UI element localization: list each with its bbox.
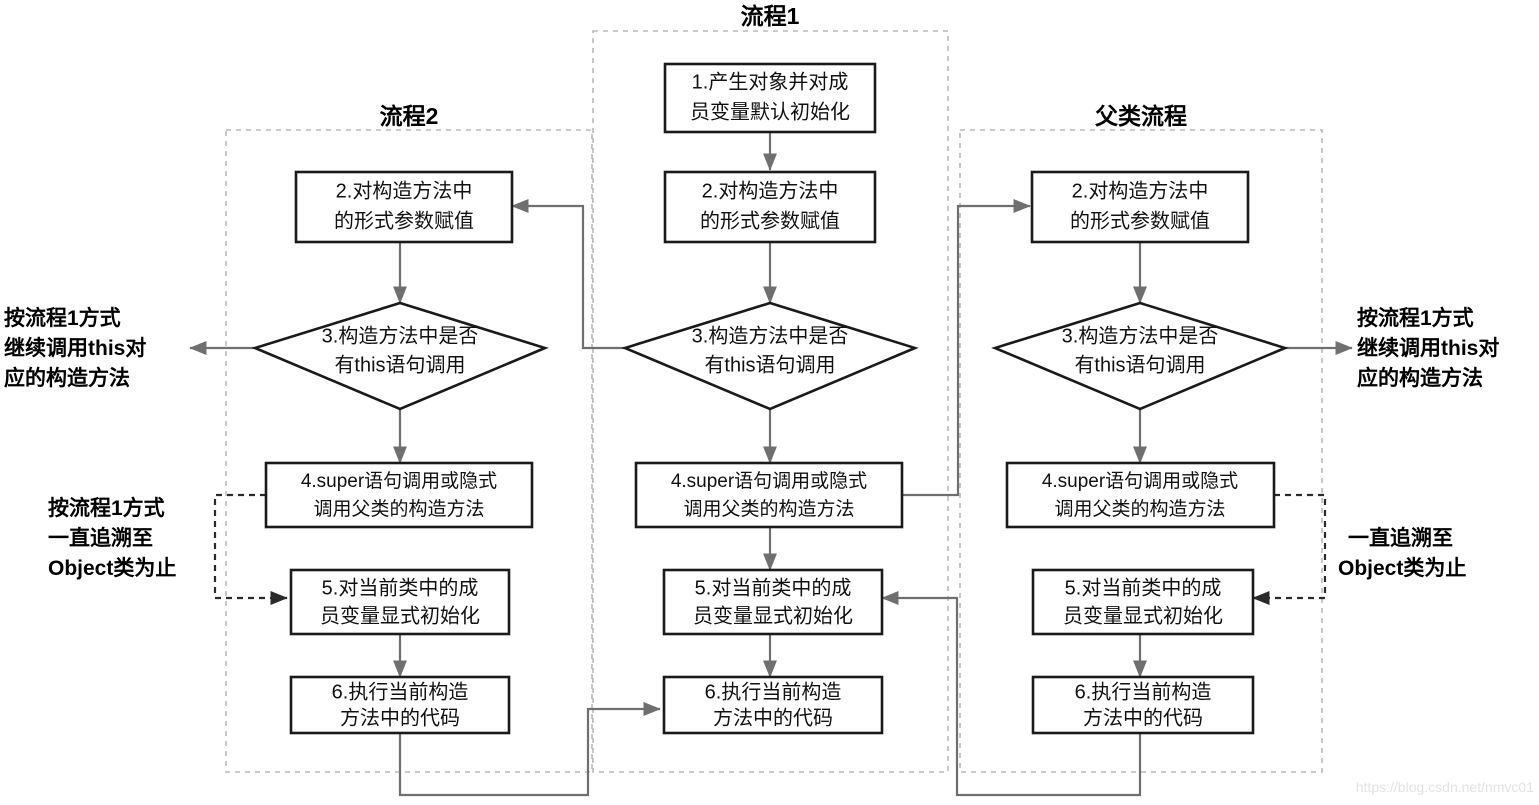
watermark: https://blog.csdn.net/nmvc01: [1356, 779, 1534, 795]
node-pn5[interactable]: 5.对当前类中的成 员变量显式初始化: [1031, 568, 1255, 636]
node-pn4[interactable]: 4.super语句调用或隐式 调用父类的构造方法: [1005, 461, 1276, 529]
svg-text:一直追溯至: 一直追溯至: [48, 526, 153, 550]
svg-text:3.构造方法中是否: 3.构造方法中是否: [322, 324, 479, 347]
node-pn3[interactable]: 3.构造方法中是否 有this语句调用: [991, 301, 1289, 411]
svg-text:按流程1方式: 按流程1方式: [4, 306, 121, 330]
svg-text:5.对当前类中的成: 5.对当前类中的成: [1065, 576, 1222, 599]
svg-text:4.super语句调用或隐式: 4.super语句调用或隐式: [301, 470, 497, 492]
annotation-right-bottom: 一直追溯至 Object类为止: [1338, 526, 1466, 580]
svg-text:5.对当前类中的成: 5.对当前类中的成: [322, 576, 479, 599]
svg-text:应的构造方法: 应的构造方法: [1357, 366, 1483, 390]
node-f1n4[interactable]: 4.super语句调用或隐式 调用父类的构造方法: [634, 461, 904, 529]
svg-text:Object类为止: Object类为止: [1338, 557, 1466, 580]
svg-text:有this语句调用: 有this语句调用: [704, 353, 835, 376]
svg-text:继续调用this对: 继续调用this对: [1357, 336, 1499, 360]
svg-text:调用父类的构造方法: 调用父类的构造方法: [683, 498, 854, 520]
node-f1n5[interactable]: 5.对当前类中的成 员变量显式初始化: [662, 568, 884, 636]
node-f1n6[interactable]: 6.执行当前构造 方法中的代码: [662, 675, 884, 735]
svg-text:4.super语句调用或隐式: 4.super语句调用或隐式: [671, 470, 867, 492]
svg-text:应的构造方法: 应的构造方法: [4, 366, 130, 390]
svg-text:2.对构造方法中: 2.对构造方法中: [336, 179, 473, 202]
node-f1n1[interactable]: 1.产生对象并对成 员变量默认初始化: [663, 62, 877, 134]
svg-text:6.执行当前构造: 6.执行当前构造: [332, 680, 469, 703]
svg-text:员变量显式初始化: 员变量显式初始化: [320, 604, 480, 627]
svg-text:6.执行当前构造: 6.执行当前构造: [1075, 680, 1212, 703]
node-f2n5[interactable]: 5.对当前类中的成 员变量显式初始化: [289, 568, 511, 636]
node-f1n3[interactable]: 3.构造方法中是否 有this语句调用: [621, 301, 919, 411]
svg-text:按流程1方式: 按流程1方式: [48, 496, 165, 520]
edge-pn6-to-f1n5: [881, 590, 1142, 797]
node-f2n2[interactable]: 2.对构造方法中 的形式参数赋值: [294, 170, 514, 244]
svg-text:继续调用this对: 继续调用this对: [4, 336, 146, 360]
svg-text:的形式参数赋值: 的形式参数赋值: [334, 209, 474, 232]
group-title-flow2: 流程2: [380, 103, 439, 129]
svg-text:5.对当前类中的成: 5.对当前类中的成: [695, 576, 852, 599]
node-f2n6[interactable]: 6.执行当前构造 方法中的代码: [289, 675, 511, 735]
group-box-flow2: [225, 129, 593, 773]
svg-text:3.构造方法中是否: 3.构造方法中是否: [692, 324, 849, 347]
svg-text:3.构造方法中是否: 3.构造方法中是否: [1062, 324, 1219, 347]
svg-text:方法中的代码: 方法中的代码: [340, 706, 460, 729]
svg-text:方法中的代码: 方法中的代码: [1083, 706, 1203, 729]
edge-dotted-pn4-to-pn5: [1252, 493, 1327, 606]
svg-text:的形式参数赋值: 的形式参数赋值: [1070, 209, 1210, 232]
svg-text:4.super语句调用或隐式: 4.super语句调用或隐式: [1042, 470, 1238, 492]
svg-text:员变量默认初始化: 员变量默认初始化: [690, 100, 850, 123]
svg-text:2.对构造方法中: 2.对构造方法中: [702, 179, 839, 202]
svg-text:有this语句调用: 有this语句调用: [1074, 353, 1205, 376]
node-f1n2[interactable]: 2.对构造方法中 的形式参数赋值: [663, 170, 877, 244]
svg-text:2.对构造方法中: 2.对构造方法中: [1072, 179, 1209, 202]
node-pn6[interactable]: 6.执行当前构造 方法中的代码: [1031, 675, 1255, 735]
edge-dotted-f2n4-to-f2n5: [213, 493, 288, 606]
svg-text:员变量显式初始化: 员变量显式初始化: [693, 604, 853, 627]
svg-text:有this语句调用: 有this语句调用: [334, 353, 465, 376]
svg-text:员变量显式初始化: 员变量显式初始化: [1063, 604, 1223, 627]
group-box-flow1: [592, 30, 949, 773]
annotation-right-top: 按流程1方式 继续调用this对 应的构造方法: [1357, 306, 1499, 390]
node-pn2[interactable]: 2.对构造方法中 的形式参数赋值: [1030, 170, 1250, 244]
annotation-left-top: 按流程1方式 继续调用this对 应的构造方法: [4, 306, 146, 390]
node-f2n4[interactable]: 4.super语句调用或隐式 调用父类的构造方法: [264, 461, 534, 529]
edge-f2n6-to-f1n6: [398, 701, 661, 797]
svg-text:调用父类的构造方法: 调用父类的构造方法: [313, 498, 484, 520]
svg-text:调用父类的构造方法: 调用父类的构造方法: [1054, 498, 1225, 520]
node-f2n3[interactable]: 3.构造方法中是否 有this语句调用: [251, 301, 549, 411]
svg-text:6.执行当前构造: 6.执行当前构造: [705, 680, 842, 703]
group-title-parent: 父类流程: [1095, 103, 1187, 129]
annotation-left-bottom: 按流程1方式 一直追溯至 Object类为止: [48, 496, 176, 580]
svg-text:的形式参数赋值: 的形式参数赋值: [700, 209, 840, 232]
svg-text:一直追溯至: 一直追溯至: [1348, 526, 1453, 550]
edge-f1n4-to-pn2: [902, 198, 1031, 497]
edge-f1n3-to-f2n2: [511, 198, 625, 350]
svg-text:方法中的代码: 方法中的代码: [713, 706, 833, 729]
svg-text:按流程1方式: 按流程1方式: [1357, 306, 1474, 330]
group-title-flow1: 流程1: [741, 3, 800, 29]
svg-text:1.产生对象并对成: 1.产生对象并对成: [692, 70, 849, 93]
svg-text:Object类为止: Object类为止: [48, 557, 176, 580]
